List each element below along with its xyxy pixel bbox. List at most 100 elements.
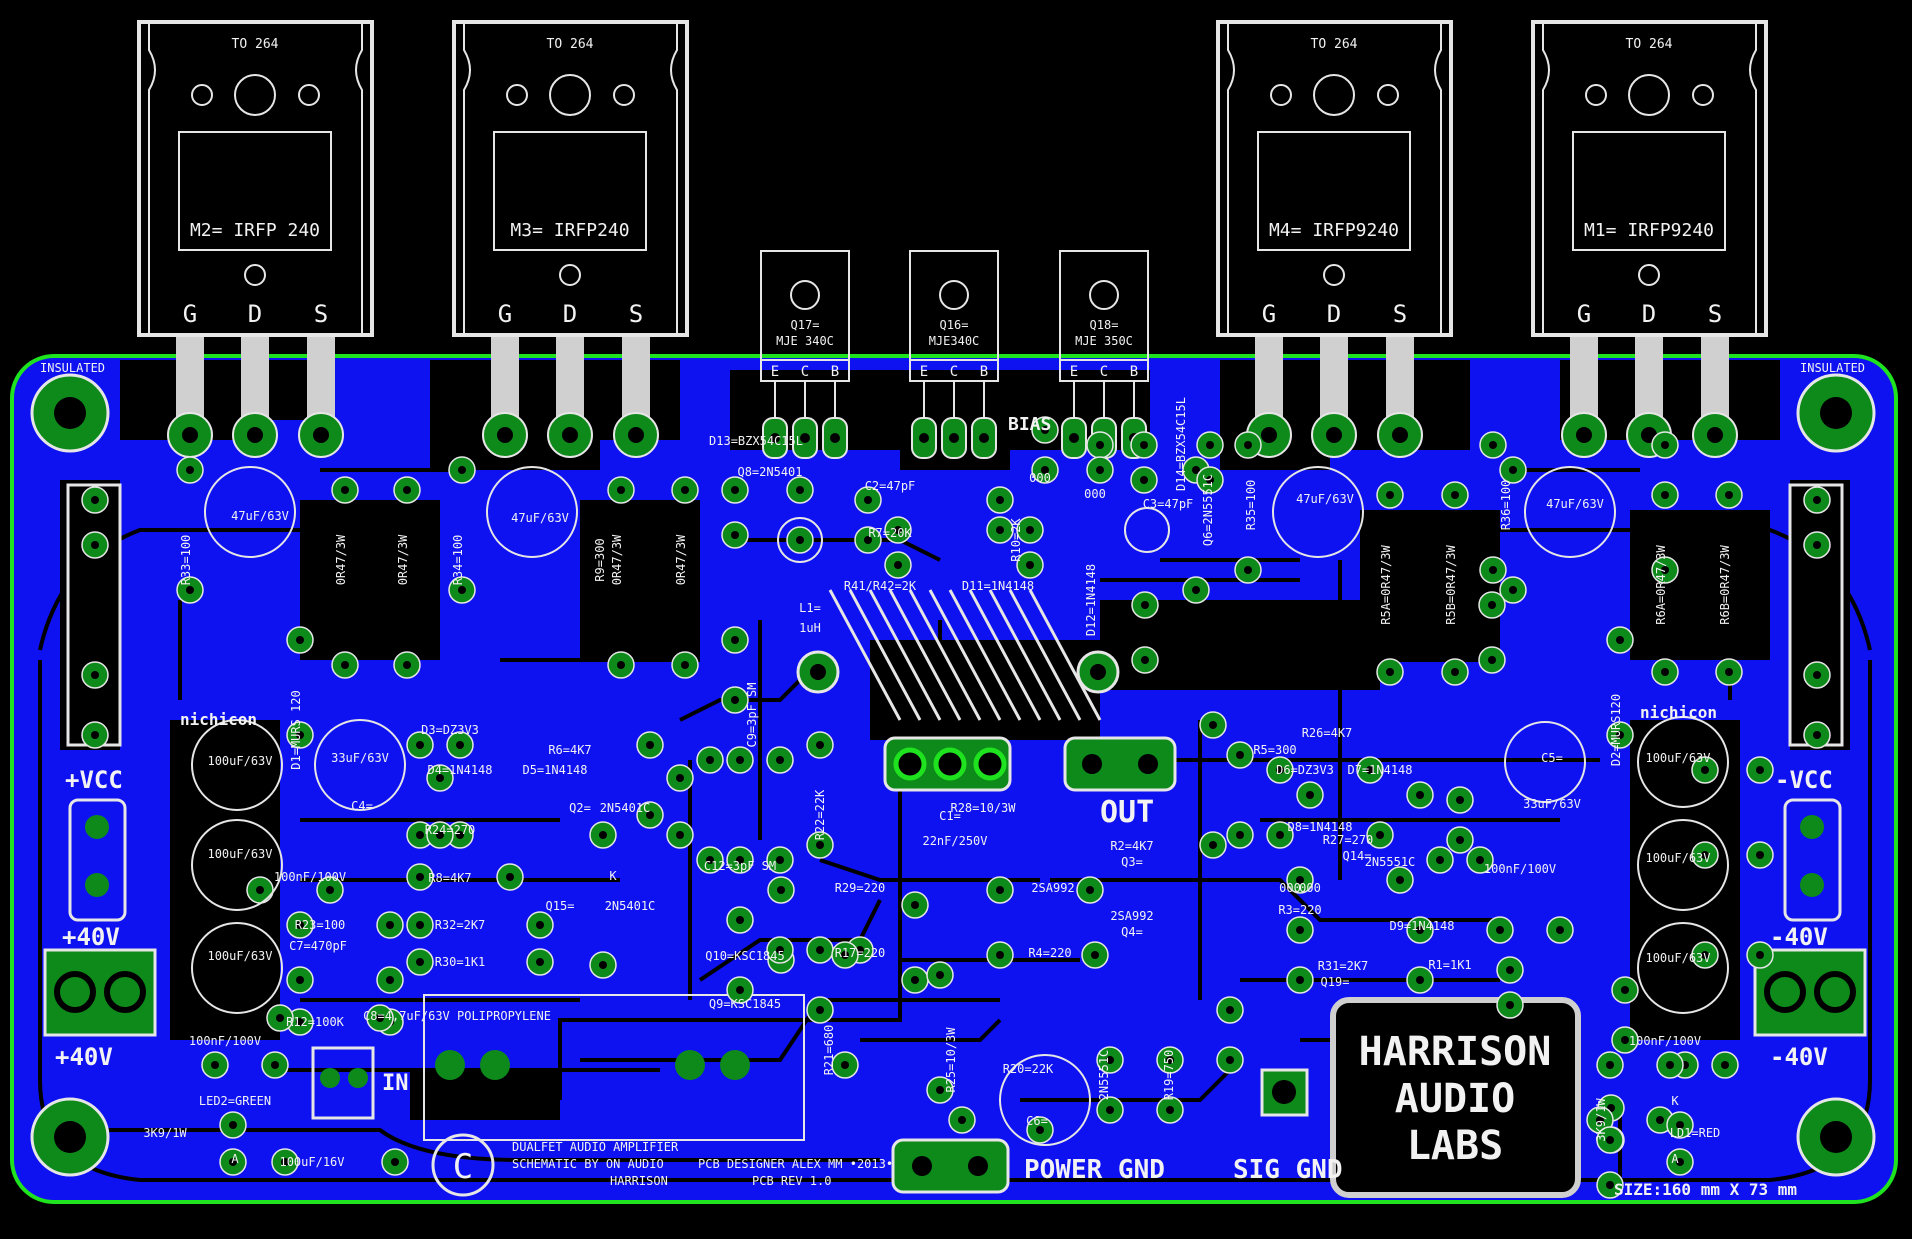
component-label: 3K9/1W — [143, 1126, 187, 1140]
drill-hole — [911, 976, 919, 984]
component-label: C2=47pF — [865, 479, 916, 493]
component-label: R32=2K7 — [435, 918, 486, 932]
component-label: R33=100 — [179, 535, 193, 586]
component-label: D14=BZX54C15L — [1174, 397, 1188, 491]
bias-label: BIAS — [1008, 414, 1051, 435]
drill-hole — [1026, 561, 1034, 569]
drill-hole — [1496, 926, 1504, 934]
component-pads — [81, 416, 1831, 1199]
component-label: R6A=0R47/3W — [1654, 544, 1668, 624]
drill-hole — [1141, 656, 1149, 664]
input-connector — [311, 1046, 375, 1120]
drill-hole — [776, 756, 784, 764]
component-label: R9=300 — [593, 538, 607, 581]
drill-hole — [1376, 831, 1384, 839]
component-label: 0R47/3W — [610, 534, 624, 585]
drill-hole — [1813, 731, 1821, 739]
inductor-hatch — [828, 589, 1102, 721]
component-label: 100nF/100V — [1629, 1034, 1701, 1048]
copyright-mark: C — [431, 1133, 495, 1197]
drill-hole — [1813, 671, 1821, 679]
drill-hole — [731, 696, 739, 704]
component-label: 0R47/3W — [396, 534, 410, 585]
drill-hole — [1606, 1136, 1614, 1144]
mounting-hole — [30, 1097, 110, 1177]
component-label: R5=300 — [1253, 743, 1296, 757]
component-label: D6=DZ3V3 — [1276, 763, 1334, 777]
drill-hole — [1661, 491, 1669, 499]
component-label: 2SA992 — [1031, 881, 1074, 895]
to126-label1: Q18= — [1090, 318, 1119, 332]
drill-hole — [1206, 476, 1214, 484]
pin-label-E: E — [771, 364, 779, 380]
drill-hole — [681, 486, 689, 494]
pin-label-D: D — [1327, 300, 1341, 328]
drill-hole — [1488, 656, 1496, 664]
drill-hole — [416, 958, 424, 966]
c8-capacitor — [423, 994, 805, 1141]
drill-hole — [816, 841, 824, 849]
drill-hole — [1666, 1061, 1674, 1069]
title-line3: HARRISON — [610, 1174, 668, 1188]
component-label: Q9=KSC1845 — [709, 997, 781, 1011]
capacitor-outline — [191, 922, 283, 1014]
mosfet-label: M4= IRFP9240 — [1269, 220, 1399, 241]
drill-hole — [1140, 476, 1148, 484]
component-label: L1= — [799, 601, 821, 615]
component-label: R3=220 — [1278, 903, 1321, 917]
inductor-pads — [796, 650, 1120, 694]
pin-label-C: C — [801, 364, 809, 380]
drill-hole — [1451, 668, 1459, 676]
component-label: 3K9/1W — [1594, 1098, 1608, 1142]
nichicon-right: nichicon — [1640, 703, 1717, 722]
drill-hole — [416, 921, 424, 929]
drill-hole — [1366, 766, 1374, 774]
pin-label-B: B — [831, 364, 839, 380]
drill-hole — [1036, 1126, 1044, 1134]
component-label: R26=4K7 — [1302, 726, 1353, 740]
drill-hole — [599, 831, 607, 839]
terminal-blocks — [43, 798, 1867, 1037]
drill-hole — [1456, 796, 1464, 804]
pin-label-G: G — [1262, 300, 1276, 328]
drill-hole — [1606, 1061, 1614, 1069]
component-label: R17=220 — [835, 946, 886, 960]
component-label: Q8=2N5401 — [737, 465, 802, 479]
drill-hole — [91, 541, 99, 549]
drill-hole — [211, 1061, 219, 1069]
component-label: R23=100 — [295, 918, 346, 932]
component-label: R35=100 — [1244, 480, 1258, 531]
component-label: Q10=KSC1845 — [705, 949, 784, 963]
drill-hole — [996, 886, 1004, 894]
component-label: R4=220 — [1028, 946, 1071, 960]
drill-hole — [1616, 636, 1624, 644]
drill-hole — [1140, 441, 1148, 449]
drill-hole — [456, 831, 464, 839]
component-label: R36=100 — [1499, 480, 1513, 531]
logo-line3: LABS — [1407, 1123, 1503, 1169]
drill-hole — [1451, 491, 1459, 499]
drill-hole — [936, 1086, 944, 1094]
mosfet-label: M2= IRFP 240 — [190, 220, 320, 241]
component-label: 000 — [1299, 881, 1321, 895]
drill-hole — [341, 486, 349, 494]
component-label: 47uF/63V — [511, 511, 569, 525]
component-label: R31=2K7 — [1318, 959, 1369, 973]
drill-hole — [1306, 791, 1314, 799]
component-label: Q4= — [1121, 925, 1143, 939]
component-label: 2N5551C — [1365, 855, 1416, 869]
to126-label2: MJE 340C — [776, 334, 834, 348]
drill-hole — [777, 886, 785, 894]
insulated-label-left: INSULATED — [40, 361, 105, 375]
component-label: R7=20K — [868, 526, 912, 540]
vcc-plus-label: +VCC — [65, 766, 123, 794]
drill-hole — [1086, 886, 1094, 894]
component-label: D3=DZ3V3 — [421, 723, 479, 737]
component-label: 100uF/63V — [207, 847, 272, 861]
component-label: C5= — [1541, 751, 1563, 765]
pin-label-B: B — [1130, 364, 1138, 380]
